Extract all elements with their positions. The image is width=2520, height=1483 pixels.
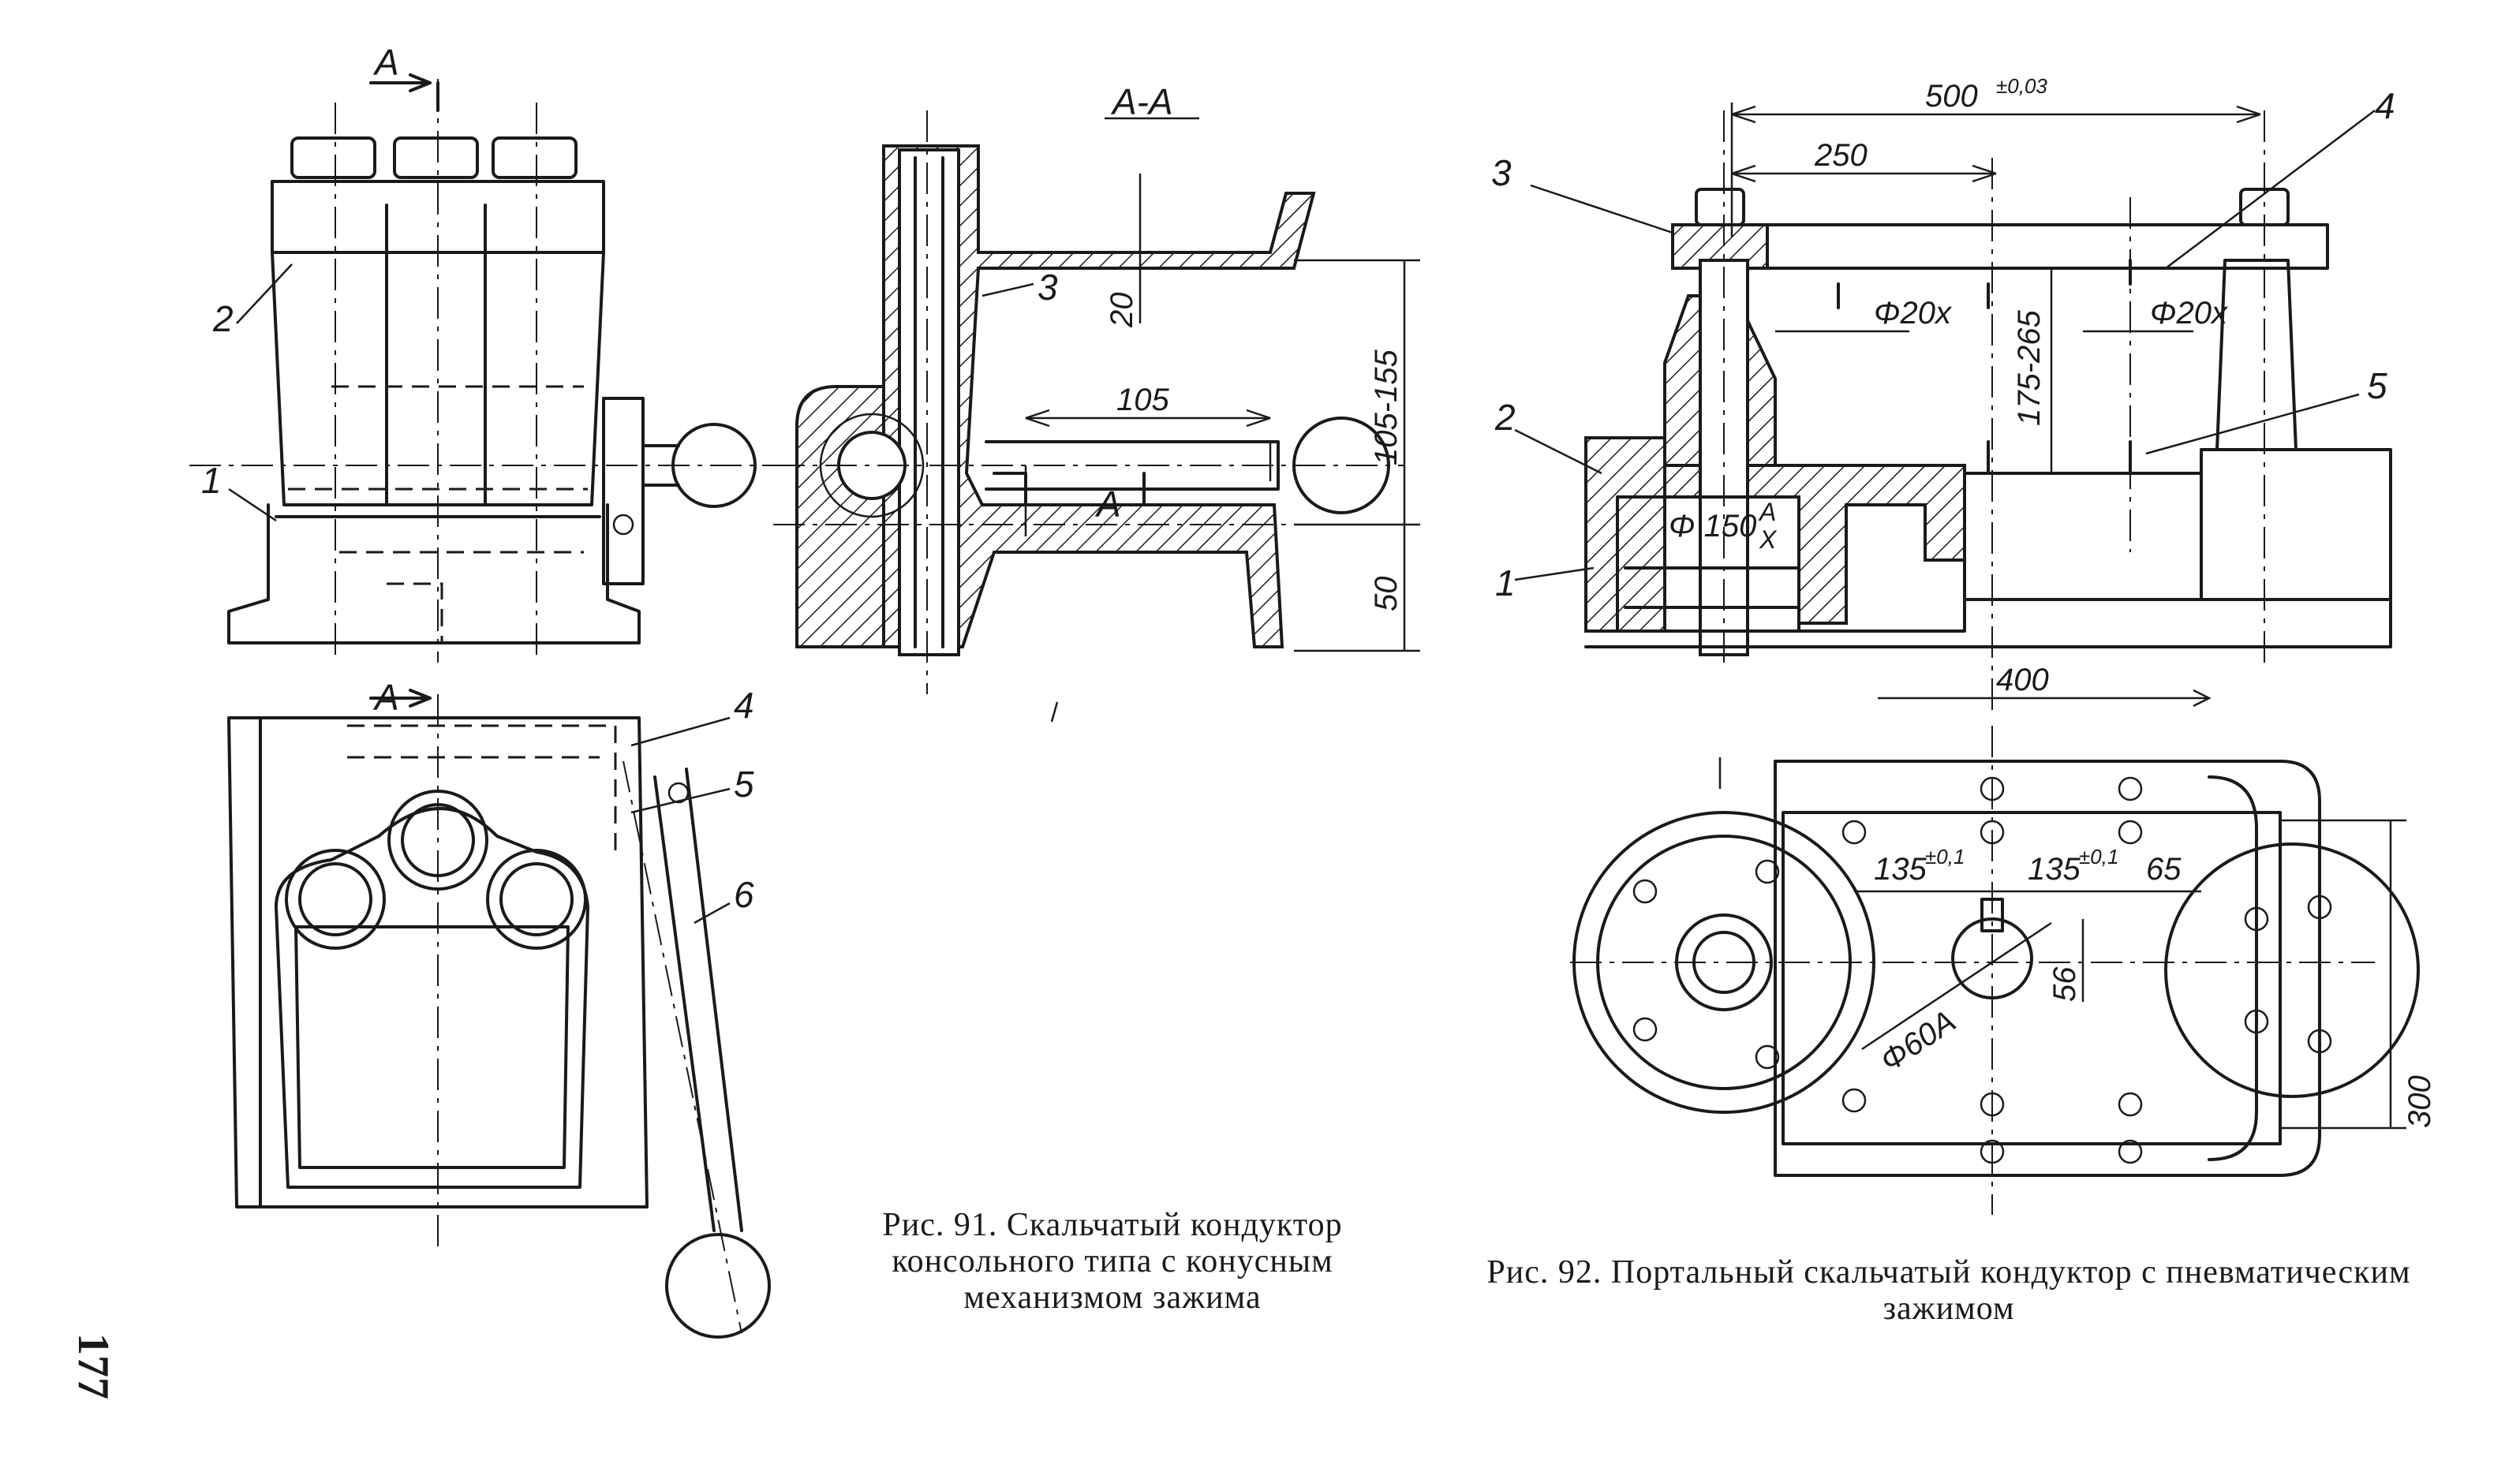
- fig92-plan-view: [1570, 689, 2420, 1215]
- fig91-dim-105: 105: [1116, 383, 1169, 417]
- fig91-section-mark-top: А: [372, 42, 399, 83]
- fig92-dim-ax-top: A: [1758, 498, 1776, 526]
- fig92-dim-400: 400: [1996, 663, 2049, 697]
- fig91-section-mark-body: А: [1094, 484, 1121, 525]
- fig91-label-1: 1: [201, 460, 222, 501]
- fig91-label-6: 6: [734, 874, 754, 915]
- fig92-label-4: 4: [2375, 85, 2395, 126]
- fig92-dim-150: Φ 150: [1669, 509, 1756, 544]
- fig91-dim-105-155: 105-155: [1369, 349, 1404, 465]
- fig92-dim-20x-a: Φ20x: [1874, 296, 1953, 331]
- fig91-caption: Рис. 91. Скальчатый кондуктор консольног…: [882, 1207, 1343, 1316]
- page-number: 177: [69, 1333, 118, 1399]
- fig92-dim-20x-b: Φ20x: [2150, 296, 2229, 331]
- fig91-label-4: 4: [734, 685, 754, 726]
- fig92-dim-135a: 135: [1874, 852, 1927, 887]
- fig91-section-mark-bottom: А: [372, 677, 399, 718]
- fig91-section-title: А-А: [1110, 81, 1173, 122]
- fig92-label-2: 2: [1494, 397, 1516, 438]
- fig92-dim-135b-tol: ±0,1: [2079, 845, 2118, 869]
- fig92-caption: Рис. 92. Портальный скальчатый кондуктор…: [1486, 1254, 2411, 1327]
- fig91-label-5: 5: [734, 764, 754, 805]
- fig92-dim-300: 300: [2402, 1075, 2437, 1128]
- fig91-label-3: 3: [1038, 267, 1058, 308]
- fig91-label-2: 2: [212, 298, 234, 339]
- fig92-dim-500: 500: [1925, 79, 1978, 114]
- fig92-section-view: [1514, 103, 2392, 710]
- fig92-labels: 3 2 1 4 5 500 ±0,03 250 Φ20x Φ20x 175-26…: [1491, 74, 2437, 1128]
- fig91-labels: 2 1 4 5 6 3 А А А-А А 105 20 105-155 50: [201, 42, 1404, 915]
- fig92-dim-250: 250: [1814, 138, 1868, 173]
- fig91-dim-50: 50: [1369, 577, 1404, 612]
- fig92-label-3: 3: [1491, 152, 1512, 193]
- fig91-front-view: [189, 73, 781, 663]
- fig91-plan-view: [227, 689, 771, 1339]
- fig92-dim-500-tol: ±0,03: [1996, 74, 2047, 98]
- fig92-label-5: 5: [2367, 365, 2387, 406]
- fig92-dim-65: 65: [2146, 852, 2182, 887]
- fig92-dim-135b: 135: [2028, 852, 2081, 887]
- fig92-dim-60a: Φ60A: [1874, 1003, 1961, 1078]
- fig92-dim-ax-bottom: X: [1759, 525, 1778, 554]
- fig92-dim-56: 56: [2047, 966, 2082, 1002]
- fig92-dim-175-265: 175-265: [2012, 309, 2047, 426]
- fig91-dim-20: 20: [1105, 293, 1139, 329]
- fig92-dim-135a-tol: ±0,1: [1925, 845, 1965, 869]
- fig92-label-1: 1: [1495, 562, 1516, 603]
- fig91-section-aa: [773, 110, 1420, 723]
